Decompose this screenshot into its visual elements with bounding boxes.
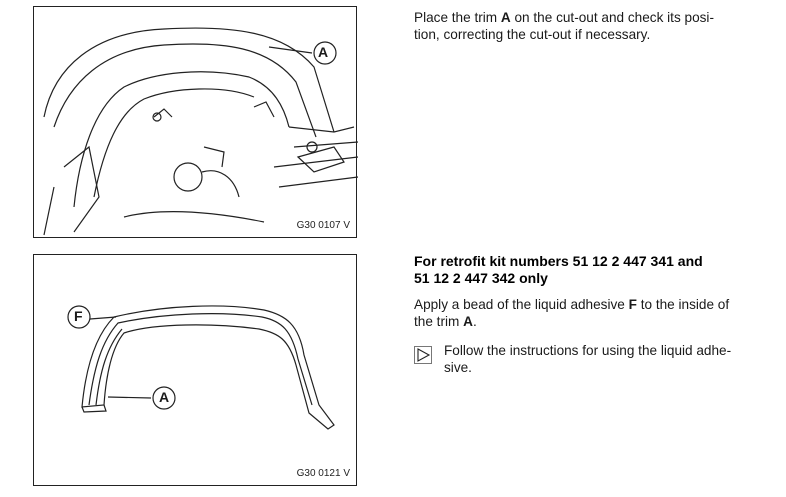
text: the trim	[414, 314, 464, 329]
note-text: Follow the instructions for using the li…	[444, 342, 731, 376]
callout-A: A	[159, 389, 170, 405]
text: Apply a bead of the liquid adhesive	[414, 297, 629, 312]
figure-id: G30 0121 V	[296, 468, 350, 479]
trim-adhesive-illustration	[67, 305, 335, 430]
note-arrow-icon	[414, 346, 432, 364]
heading-line: For retrofit kit numbers 51 12 2 447 341…	[414, 253, 703, 269]
callout-F: F	[74, 308, 83, 324]
figure-trim-adhesive: F A G30 0121 V	[33, 254, 357, 486]
figure-id: G30 0107 V	[296, 220, 350, 231]
step2-text: Apply a bead of the liquid adhesive F to…	[414, 296, 729, 330]
trim-installed-illustration	[43, 27, 358, 236]
ref-F: F	[628, 297, 637, 312]
note-line: sive.	[444, 360, 472, 375]
text: Place the trim	[414, 10, 501, 25]
ref-A: A	[463, 314, 473, 329]
heading-line: 51 12 2 447 342 only	[414, 270, 548, 286]
note-line: Follow the instructions for using the li…	[444, 343, 732, 358]
text: to the inside of	[636, 297, 730, 312]
text: .	[472, 314, 477, 329]
callout-A: A	[318, 44, 329, 60]
ref-A: A	[500, 10, 511, 25]
figure-trim-installed: A G30 0107 V	[33, 6, 358, 238]
text: on the cut-out and check its posi-	[510, 10, 714, 25]
text: tion, correcting the cut-out if necessar…	[414, 27, 651, 42]
step2-heading: For retrofit kit numbers 51 12 2 447 341…	[414, 253, 703, 287]
step1-text: Place the trim A on the cut-out and chec…	[414, 9, 714, 43]
